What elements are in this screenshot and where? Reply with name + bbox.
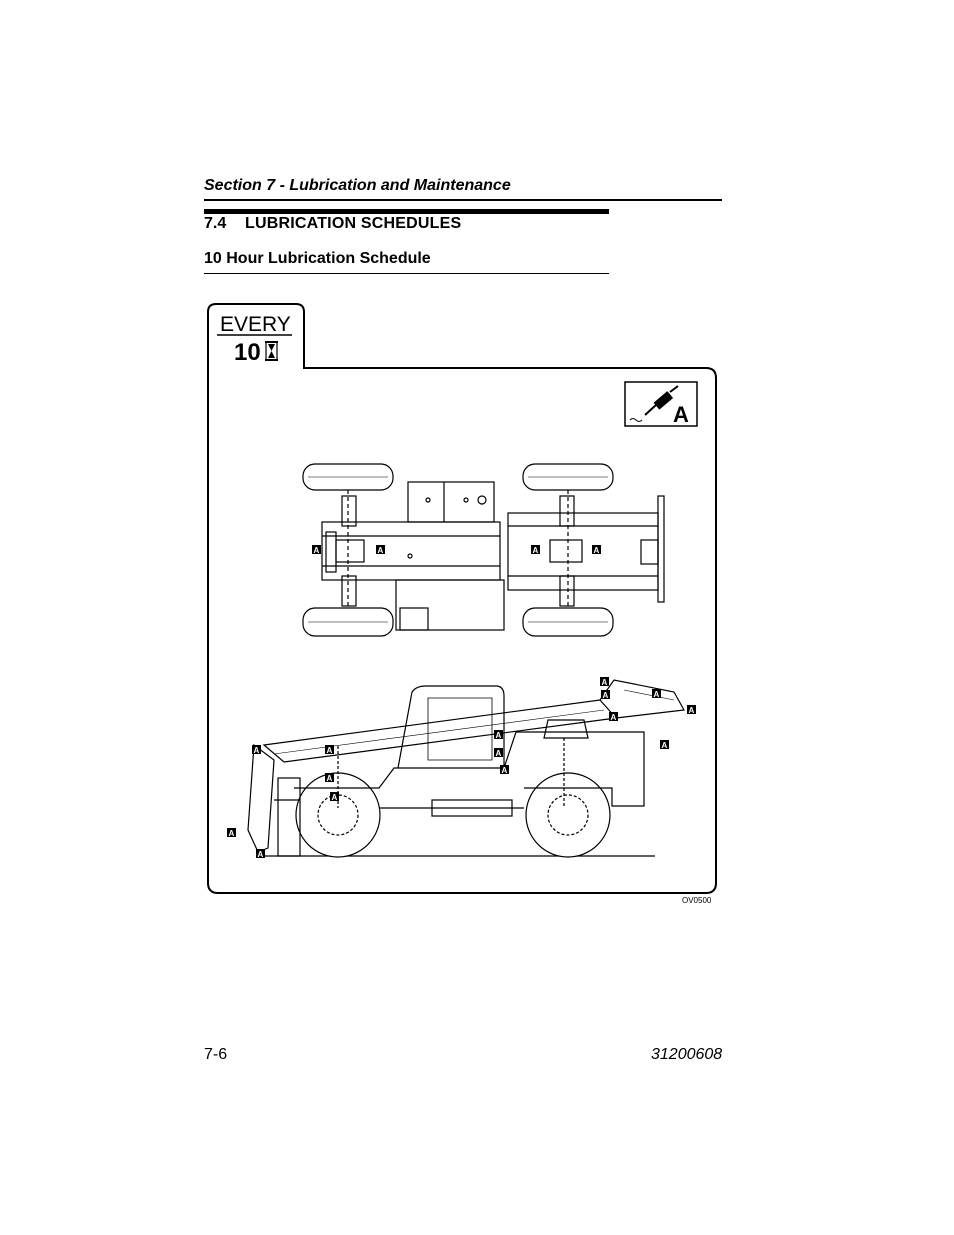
section-title: Section 7 - Lubrication and Maintenance bbox=[204, 177, 511, 194]
svg-text:A: A bbox=[327, 746, 333, 755]
svg-text:A: A bbox=[611, 713, 617, 722]
figure-code: OV0500 bbox=[682, 896, 712, 905]
page-number: 7-6 bbox=[204, 1046, 228, 1063]
lube-point-marker: A bbox=[227, 828, 236, 838]
lube-point-marker: A bbox=[376, 545, 385, 555]
lube-point-marker: A bbox=[252, 745, 261, 755]
lube-point-marker: A bbox=[600, 677, 609, 687]
side-view-markers: A A A A A A A A A A A A A A A bbox=[227, 677, 696, 859]
lube-point-marker: A bbox=[325, 745, 334, 755]
lube-letter: A bbox=[673, 402, 689, 427]
lube-point-marker: A bbox=[601, 690, 610, 700]
subheading: 10 Hour Lubrication Schedule bbox=[204, 250, 431, 267]
grease-gun-icon bbox=[629, 385, 679, 422]
lube-point-marker: A bbox=[500, 765, 509, 775]
heading-title: LUBRICATION SCHEDULES bbox=[245, 215, 462, 232]
svg-text:A: A bbox=[689, 706, 695, 715]
svg-text:A: A bbox=[654, 690, 660, 699]
svg-text:A: A bbox=[229, 829, 235, 838]
side-view-diagram bbox=[247, 679, 685, 858]
figure-frame bbox=[207, 303, 717, 894]
subheading-rule bbox=[204, 273, 609, 274]
heading-rule-thick bbox=[204, 209, 609, 214]
svg-text:A: A bbox=[327, 774, 333, 783]
lube-point-marker: A bbox=[494, 730, 503, 740]
svg-text:A: A bbox=[502, 766, 508, 775]
lube-point-marker: A bbox=[660, 740, 669, 750]
svg-text:A: A bbox=[496, 749, 502, 758]
svg-text:A: A bbox=[496, 731, 502, 740]
svg-text:A: A bbox=[314, 546, 320, 555]
lube-point-marker: A bbox=[325, 773, 334, 783]
header-rule bbox=[204, 199, 722, 201]
svg-text:A: A bbox=[662, 741, 668, 750]
heading-number: 7.4 bbox=[204, 215, 227, 232]
svg-text:A: A bbox=[594, 546, 600, 555]
lube-symbol: A bbox=[624, 381, 698, 427]
svg-text:A: A bbox=[533, 546, 539, 555]
svg-text:A: A bbox=[378, 546, 384, 555]
svg-text:A: A bbox=[603, 691, 609, 700]
lube-point-marker: A bbox=[609, 712, 618, 722]
lubrication-figure: EVERY 10 A bbox=[207, 303, 717, 894]
top-view-diagram bbox=[302, 463, 665, 637]
top-view-markers: A A A A bbox=[312, 545, 601, 555]
lube-point-marker: A bbox=[494, 748, 503, 758]
lube-point-marker: A bbox=[256, 849, 265, 859]
svg-text:A: A bbox=[602, 678, 608, 687]
hours-value: 10 bbox=[234, 339, 261, 366]
svg-text:A: A bbox=[258, 850, 264, 859]
svg-text:A: A bbox=[254, 746, 260, 755]
lube-point-marker: A bbox=[652, 689, 661, 699]
document-number: 31200608 bbox=[651, 1046, 723, 1063]
svg-text:A: A bbox=[332, 793, 338, 802]
lube-point-marker: A bbox=[531, 545, 540, 555]
lube-point-marker: A bbox=[592, 545, 601, 555]
lube-point-marker: A bbox=[330, 792, 339, 802]
hourglass-icon bbox=[265, 341, 278, 361]
interval-badge: EVERY 10 bbox=[217, 313, 292, 366]
lube-point-marker: A bbox=[312, 545, 321, 555]
lube-point-marker: A bbox=[687, 705, 696, 715]
every-label: EVERY bbox=[220, 313, 291, 336]
